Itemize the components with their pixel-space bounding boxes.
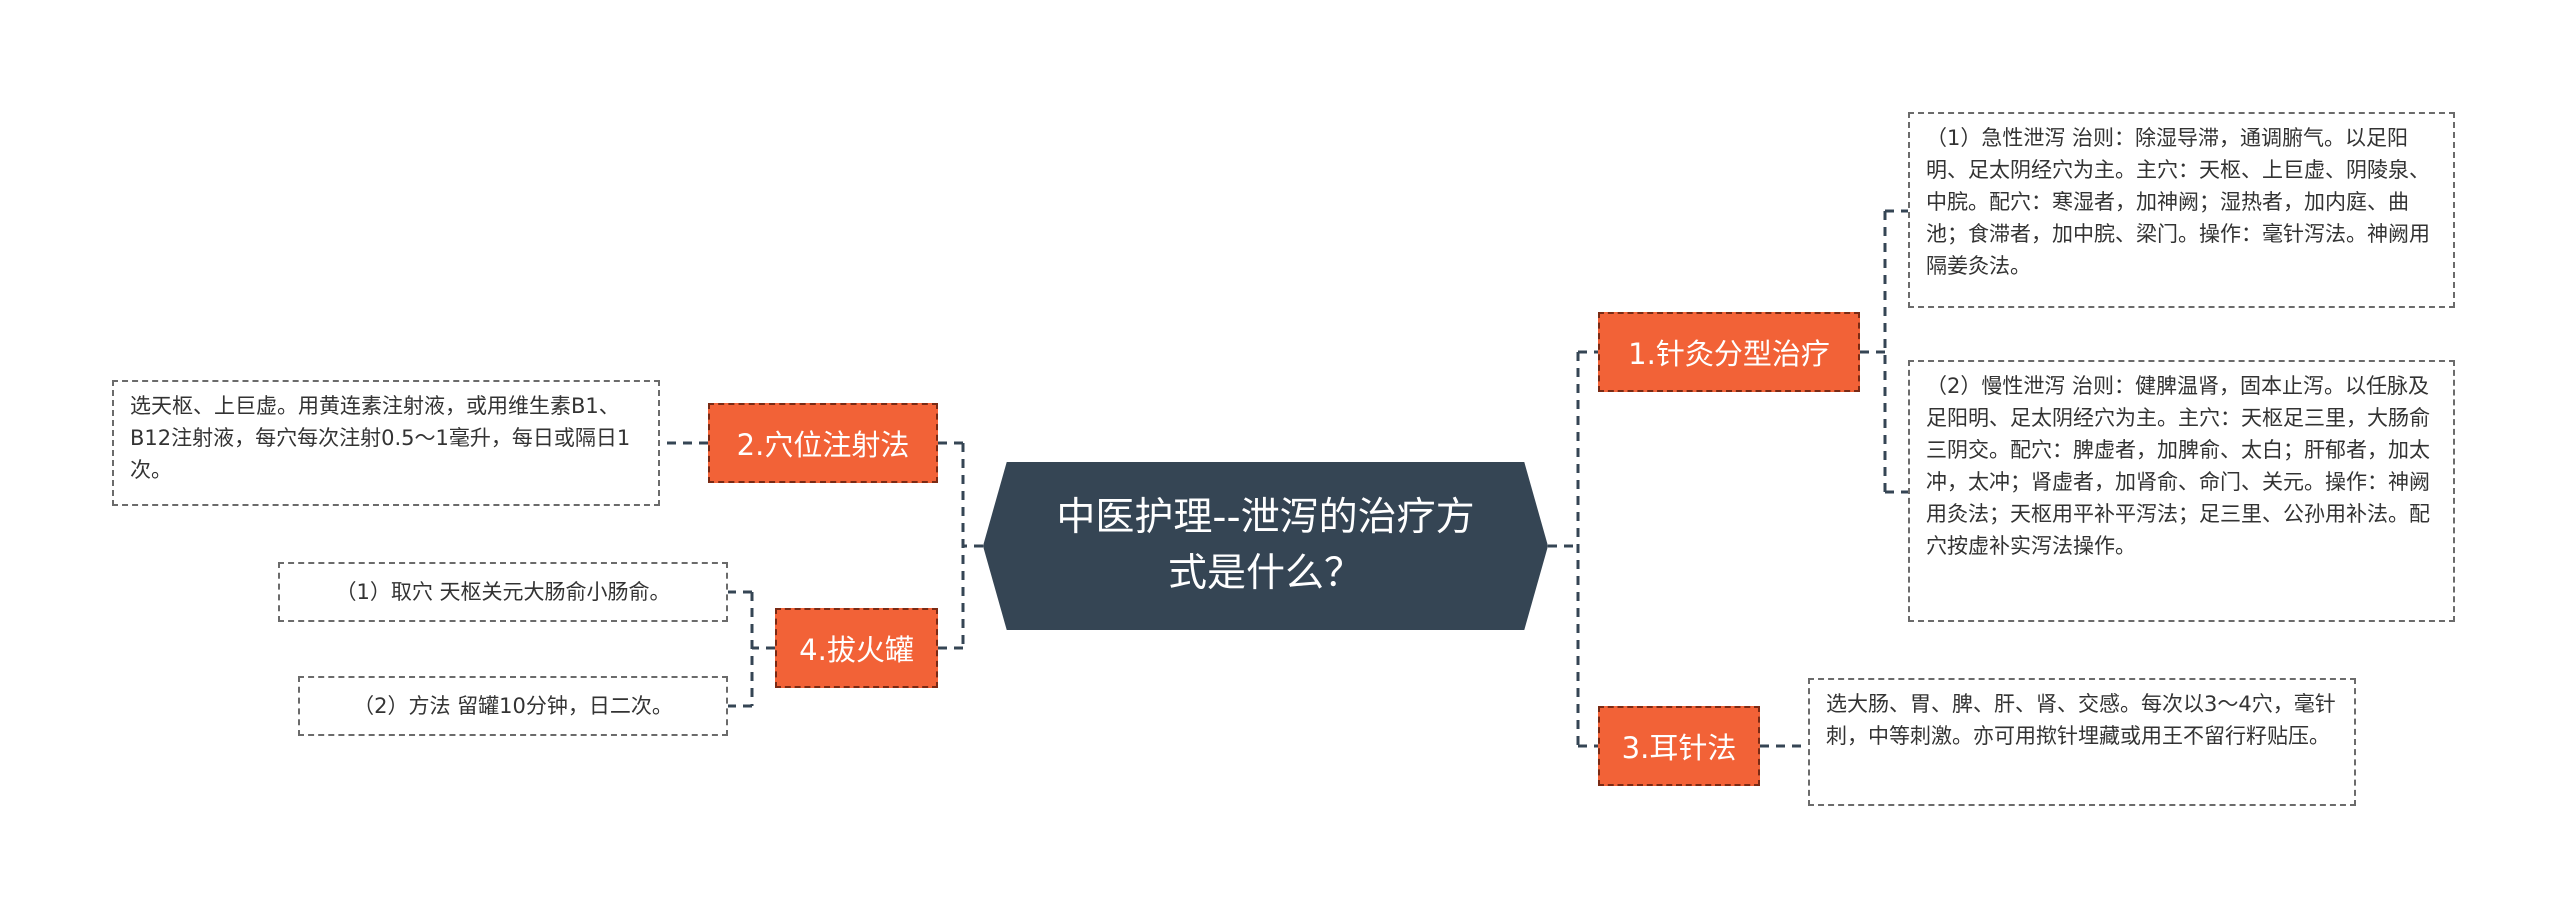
leaf-text: （2）慢性泄泻 治则：健脾温肾，固本止泻。以任脉及足阳明、足太阴经穴为主。主穴：…: [1926, 374, 2430, 558]
leaf-text: 选大肠、胃、脾、肝、肾、交感。每次以3～4穴，毫针刺，中等刺激。亦可用揿针埋藏或…: [1826, 692, 2336, 748]
leaf-point-injection[interactable]: 选天枢、上巨虚。用黄连素注射液，或用维生素B1、B12注射液，每穴每次注射0.5…: [112, 380, 660, 506]
leaf-text: 选天枢、上巨虚。用黄连素注射液，或用维生素B1、B12注射液，每穴每次注射0.5…: [130, 394, 631, 482]
leaf-text: （1）急性泄泻 治则：除湿导滞，通调腑气。以足阳明、足太阴经穴为主。主穴：天枢、…: [1926, 126, 2430, 278]
leaf-ear-acupuncture[interactable]: 选大肠、胃、脾、肝、肾、交感。每次以3～4穴，毫针刺，中等刺激。亦可用揿针埋藏或…: [1808, 678, 2356, 806]
leaf-text: （1）取穴 天枢关元大肠俞小肠俞。: [335, 580, 671, 604]
branch-label: 2.穴位注射法: [736, 428, 910, 462]
connector-left-trunk: [938, 441, 983, 650]
leaf-text: （2）方法 留罐10分钟，日二次。: [353, 694, 673, 718]
connector-right-trunk: [1548, 350, 1598, 748]
connector-branch-1: [1860, 209, 1908, 494]
branch-point-injection[interactable]: 2.穴位注射法: [708, 403, 938, 483]
central-topic-title: 中医护理--泄泻的治疗方式是什么？: [1056, 495, 1475, 596]
branch-label: 3.耳针法: [1621, 731, 1737, 765]
connector-branch-4: [728, 590, 775, 708]
central-topic[interactable]: 中医护理--泄泻的治疗方式是什么？: [983, 462, 1548, 630]
branch-label: 4.拔火罐: [799, 633, 914, 667]
leaf-chronic-diarrhea[interactable]: （2）慢性泄泻 治则：健脾温肾，固本止泻。以任脉及足阳明、足太阴经穴为主。主穴：…: [1908, 360, 2455, 622]
leaf-acute-diarrhea[interactable]: （1）急性泄泻 治则：除湿导滞，通调腑气。以足阳明、足太阴经穴为主。主穴：天枢、…: [1908, 112, 2455, 308]
branch-cupping[interactable]: 4.拔火罐: [775, 608, 938, 688]
branch-ear-acupuncture[interactable]: 3.耳针法: [1598, 706, 1760, 786]
branch-acupuncture-typed[interactable]: 1.针灸分型治疗: [1598, 312, 1860, 392]
leaf-cupping-points[interactable]: （1）取穴 天枢关元大肠俞小肠俞。: [278, 562, 728, 622]
leaf-cupping-method[interactable]: （2）方法 留罐10分钟，日二次。: [298, 676, 728, 736]
branch-label: 1.针灸分型治疗: [1628, 337, 1830, 371]
